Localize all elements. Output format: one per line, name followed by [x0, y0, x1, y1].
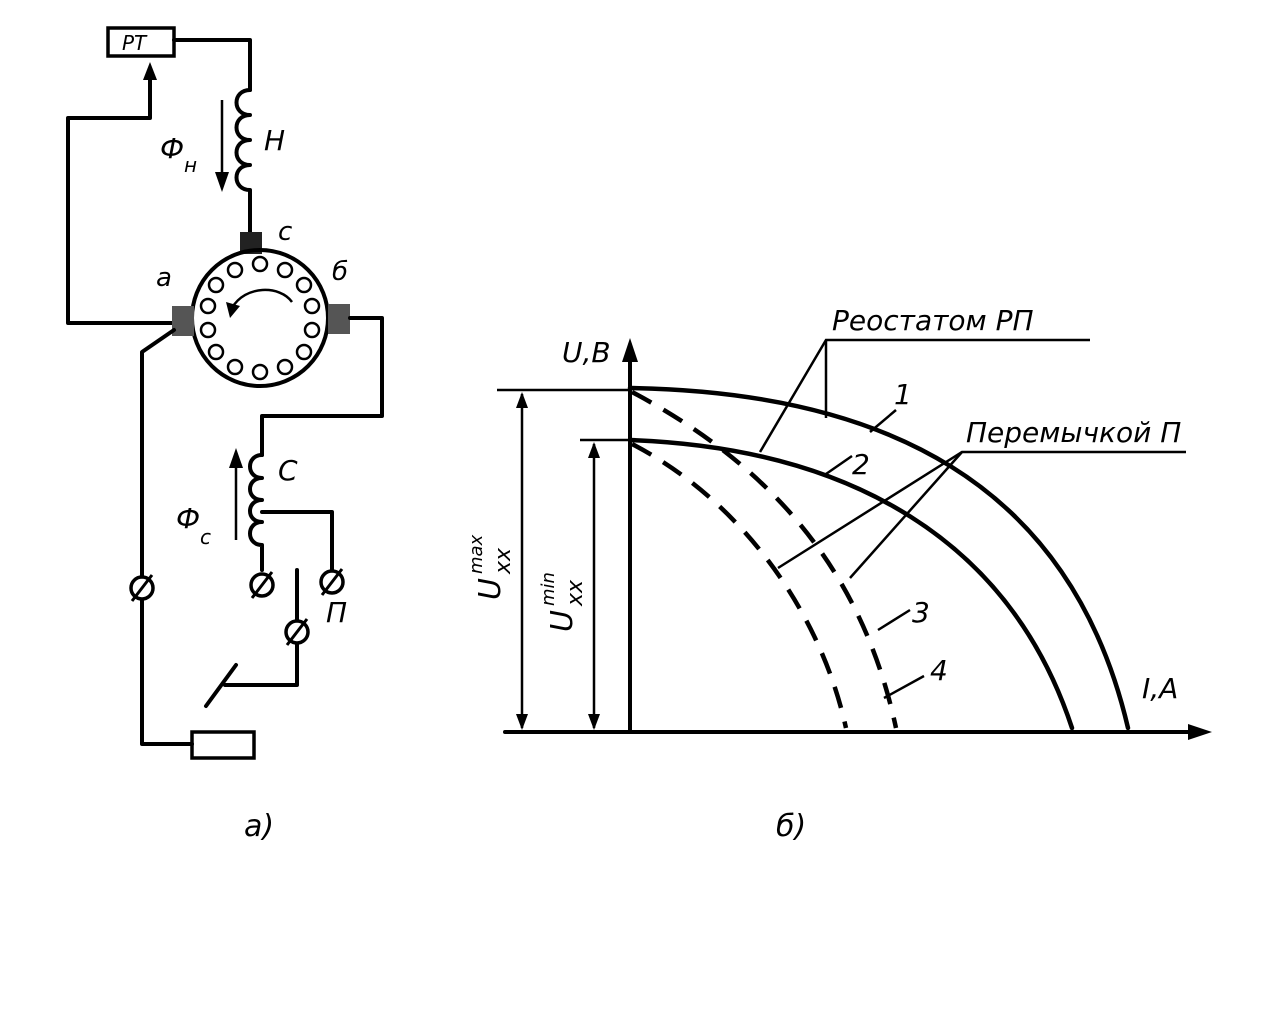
u-min-label: U: [545, 610, 580, 632]
coil-n: [234, 88, 252, 234]
curve-1: [627, 385, 1131, 731]
y-axis-label: U,B: [562, 336, 611, 369]
coil-s: [248, 453, 264, 572]
curve-3: [630, 390, 899, 729]
brush-b: [328, 304, 350, 334]
circuit-diagram: PT: [66, 26, 384, 844]
phi-s-label: Ф: [176, 502, 200, 535]
characteristics-graph: U,B I,A U max xx U min xx Реостатом: [466, 304, 1212, 844]
curve-label-4: 4: [930, 654, 948, 687]
brush-a: [172, 306, 194, 336]
coil-n-label: Н: [264, 124, 285, 157]
brush-a-label: а: [156, 263, 172, 293]
jumper-label: П: [326, 596, 347, 629]
rheostat-rt-label: PT: [122, 31, 148, 55]
caption-b: б): [776, 809, 806, 844]
rotation-arrow-icon: [230, 288, 294, 309]
annotation-jumper: Перемычкой П: [966, 416, 1181, 449]
curve-label-1: 1: [894, 378, 912, 411]
curve-2: [627, 437, 1075, 731]
u-max-superscript: max: [466, 534, 487, 574]
curve-label-2: 2: [852, 448, 870, 481]
coil-s-label: С: [278, 454, 298, 487]
phi-n-subscript: н: [184, 153, 197, 177]
curve-label-3: 3: [912, 596, 930, 629]
terminals: [129, 568, 345, 646]
u-min-superscript: min: [538, 572, 559, 606]
brush-b-label: б: [332, 257, 348, 287]
load-resistor: [190, 730, 256, 760]
u-min-subscript: xx: [563, 579, 588, 607]
phi-n-label: Ф: [160, 132, 184, 165]
switch-blade: [204, 663, 238, 708]
u-max-subscript: xx: [491, 547, 516, 575]
brush-c-label: с: [278, 217, 292, 247]
slider-arrow-icon: [143, 62, 157, 80]
annotation-rheostat: Реостатом РП: [832, 304, 1034, 337]
armature-slots: [199, 255, 321, 381]
u-max-label: U: [473, 578, 508, 600]
caption-a: а): [244, 809, 274, 844]
curve-4: [630, 442, 849, 729]
x-axis-label: I,A: [1142, 672, 1178, 705]
phi-s-subscript: с: [200, 525, 211, 549]
